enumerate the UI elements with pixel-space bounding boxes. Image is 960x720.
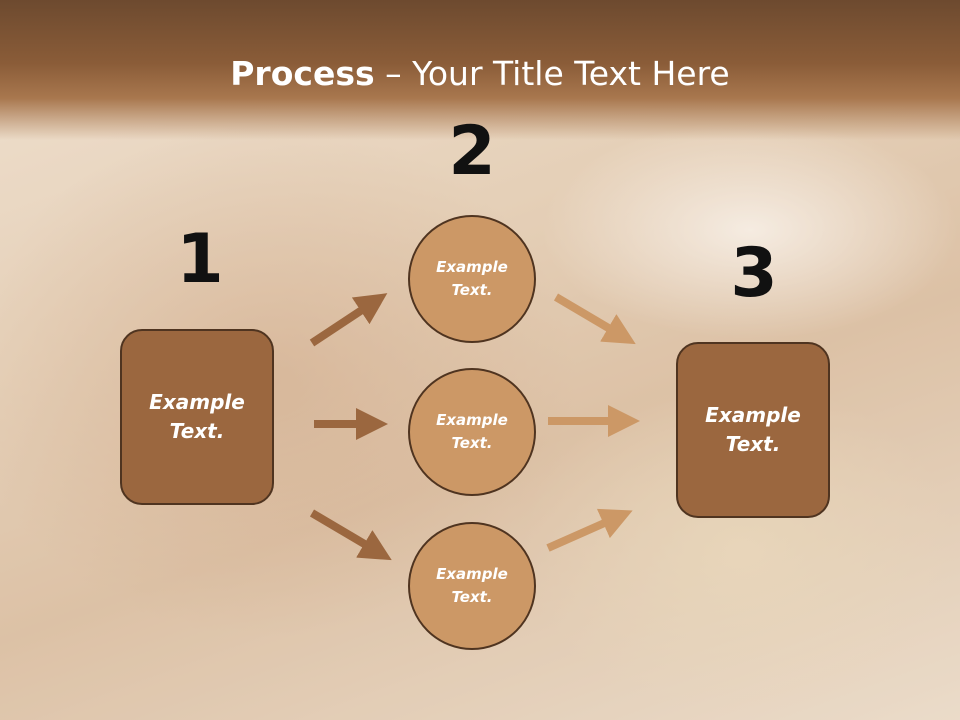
title-bold: Process bbox=[230, 54, 375, 93]
process-circle-top-label: Example Text. bbox=[436, 258, 508, 299]
arrow-top-to-right bbox=[553, 293, 636, 345]
process-box-right-label: Example Text. bbox=[705, 403, 801, 456]
step-number-1: 1 bbox=[176, 220, 224, 299]
title-banner bbox=[0, 0, 960, 140]
process-circle-bottom-label: Example Text. bbox=[436, 565, 508, 606]
title-rest: – Your Title Text Here bbox=[374, 54, 730, 93]
process-box-right[interactable]: Example Text. bbox=[676, 342, 830, 518]
step-number-2: 2 bbox=[448, 112, 496, 191]
background-shape bbox=[540, 120, 960, 340]
process-circle-top[interactable]: Example Text. bbox=[408, 215, 536, 343]
process-box-left-label: Example Text. bbox=[149, 390, 245, 443]
slide-title[interactable]: Process – Your Title Text Here bbox=[0, 52, 960, 96]
process-circle-middle[interactable]: Example Text. bbox=[408, 368, 536, 496]
arrow-to-top bbox=[309, 293, 388, 347]
arrow-to-bottom bbox=[309, 509, 392, 561]
process-circle-bottom[interactable]: Example Text. bbox=[408, 522, 536, 650]
arrow-bottom-to-right bbox=[546, 508, 633, 552]
step-number-3: 3 bbox=[730, 234, 778, 313]
process-box-left[interactable]: Example Text. bbox=[120, 329, 274, 505]
process-circle-middle-label: Example Text. bbox=[436, 411, 508, 452]
